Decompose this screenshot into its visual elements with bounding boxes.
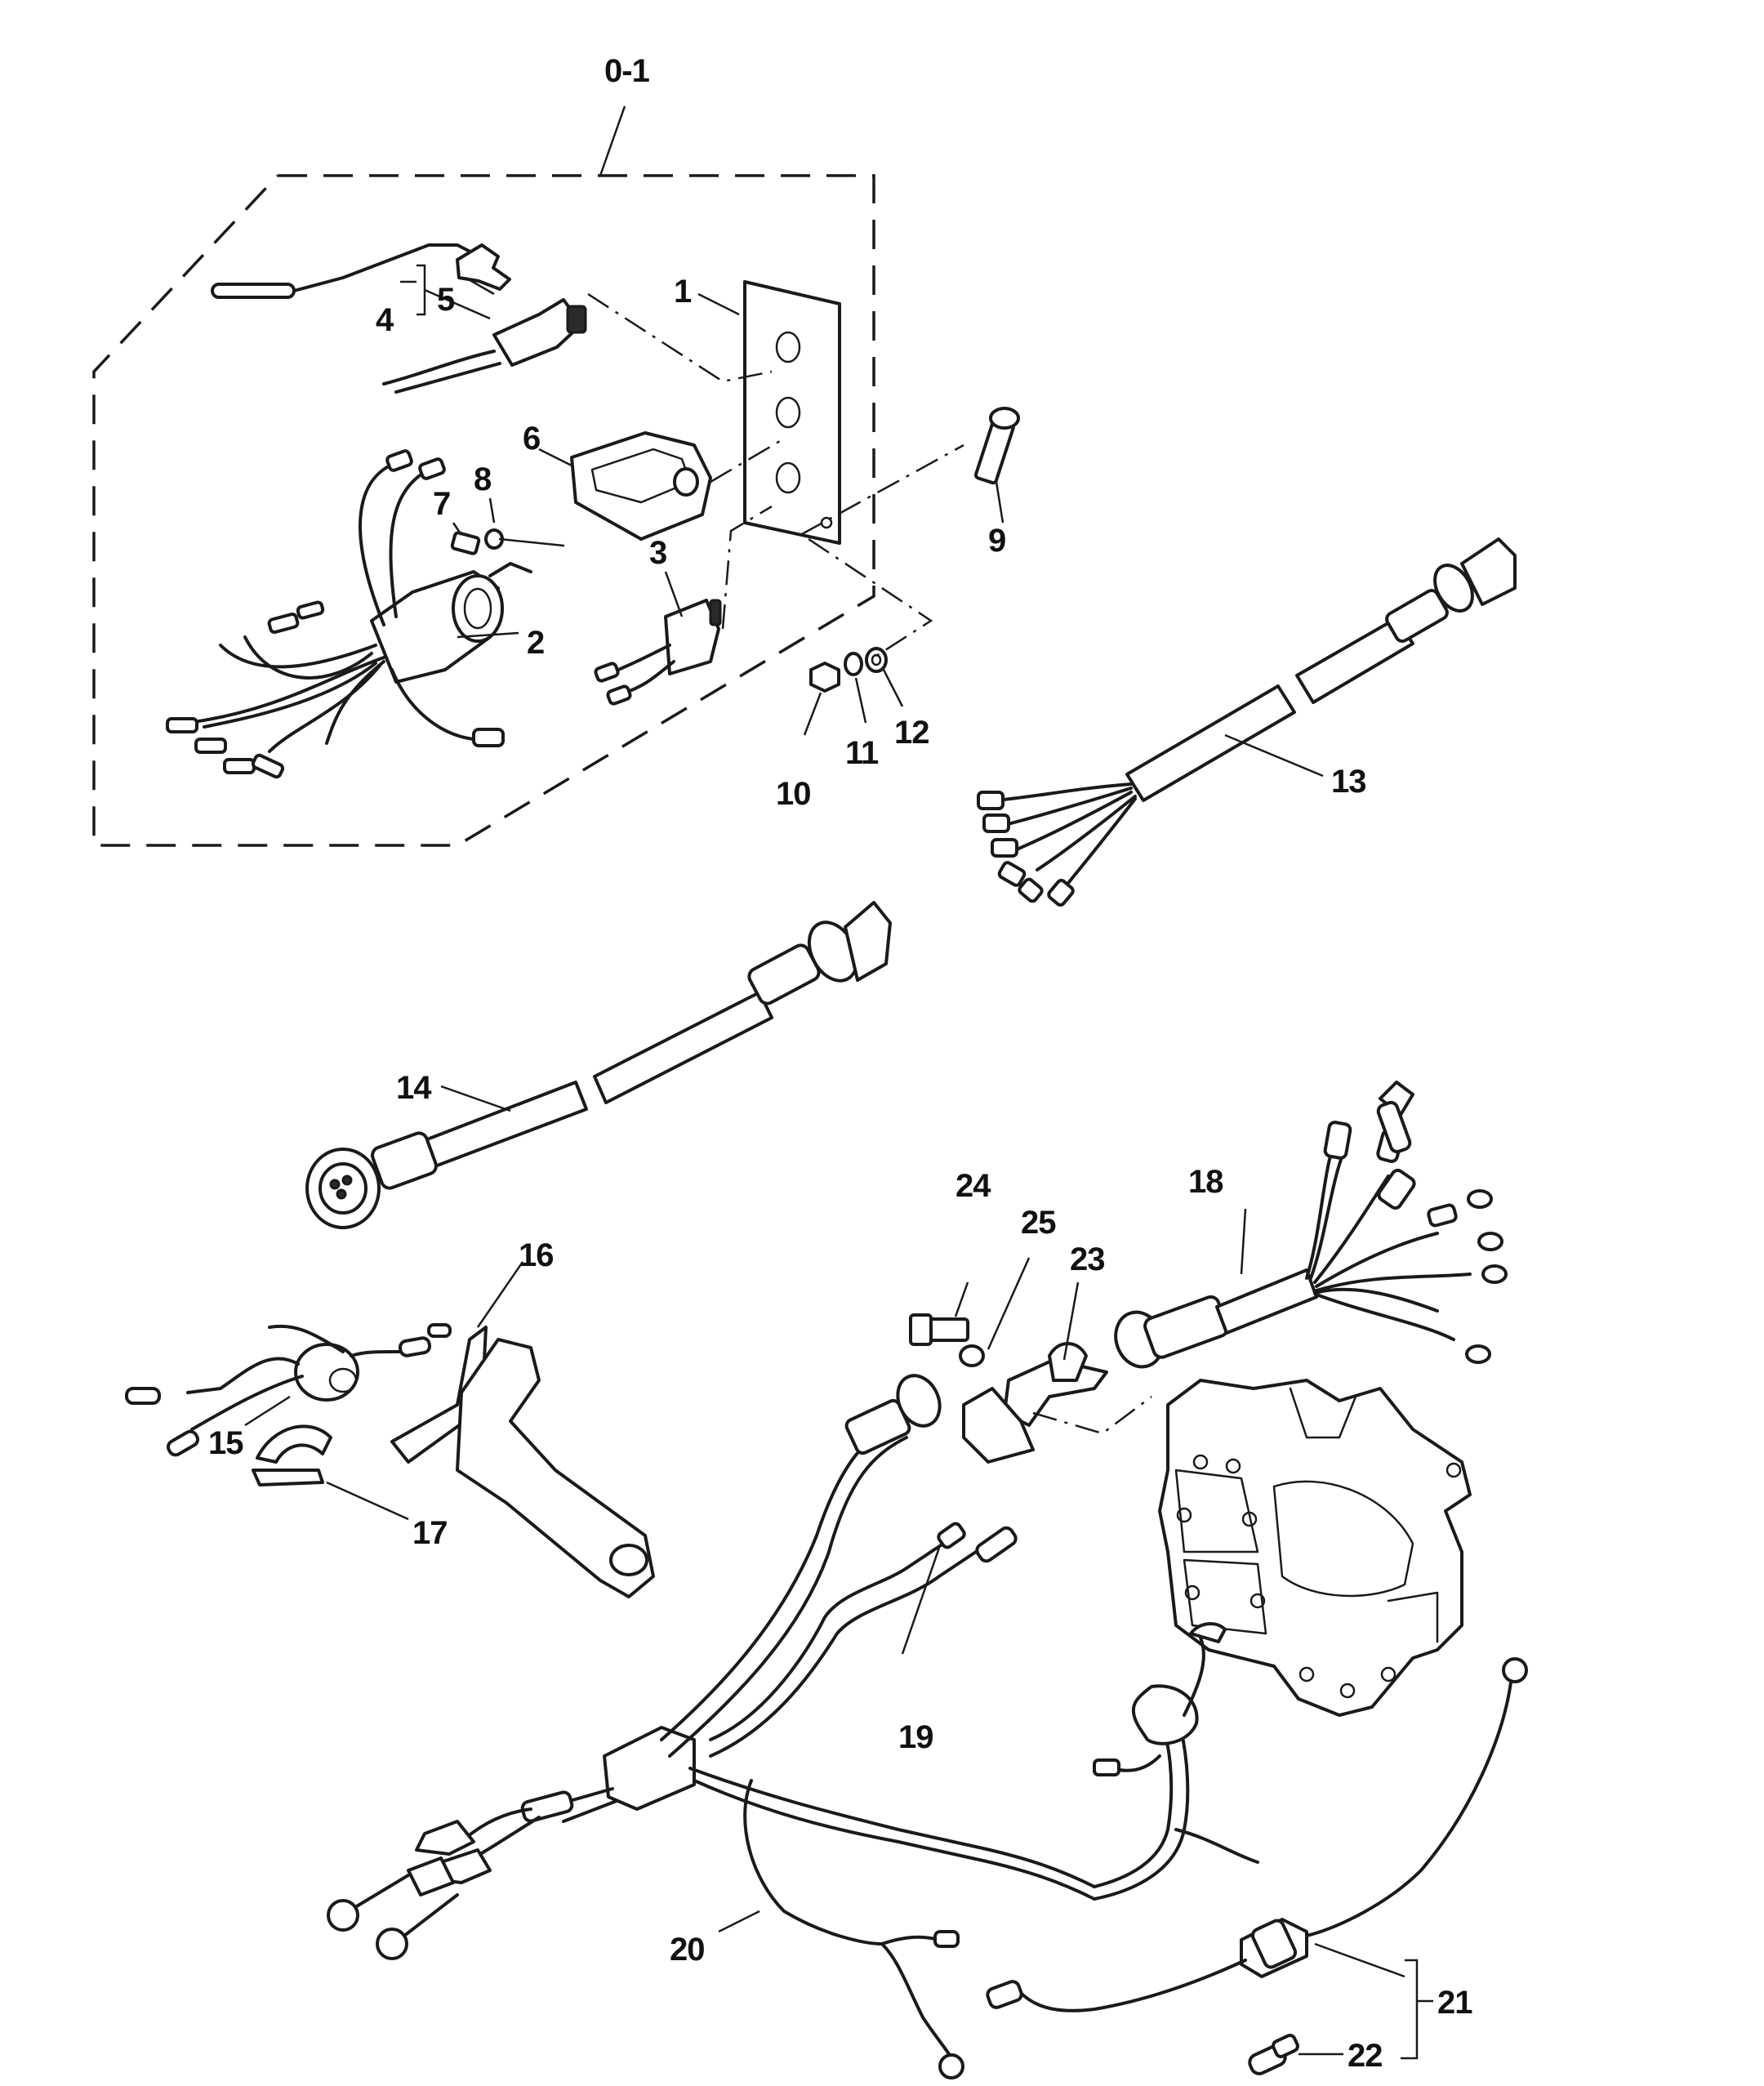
lead-wire-20	[743, 1779, 964, 2079]
fuse-22	[1248, 2033, 1299, 2075]
extension-harness-13	[977, 537, 1517, 907]
callout-18: 18	[1188, 1164, 1223, 1200]
callout-1: 1	[674, 274, 692, 310]
clamp-23	[962, 1342, 1152, 1464]
assembly-center-lines	[587, 292, 964, 659]
switch-bracket	[570, 431, 712, 541]
nut-and-washers	[809, 647, 888, 693]
toggle-switch	[594, 599, 722, 706]
callout-11: 11	[845, 735, 879, 771]
callout-25: 25	[1021, 1205, 1056, 1241]
callout-17: 17	[412, 1515, 448, 1551]
callout-14: 14	[396, 1070, 432, 1106]
bolt-24	[909, 1313, 969, 1346]
callout-15: 15	[208, 1425, 243, 1461]
washer-25	[959, 1344, 985, 1367]
callout-16: 16	[519, 1237, 554, 1273]
callout-6: 6	[523, 421, 540, 457]
callout-10: 10	[776, 776, 811, 812]
callout-9: 9	[988, 523, 1005, 559]
callout-22: 22	[1348, 2038, 1383, 2074]
screw-and-washer	[450, 528, 565, 555]
callout-20: 20	[670, 1932, 705, 1968]
leader-lines	[244, 264, 1433, 2060]
engine-block	[1158, 1379, 1472, 1717]
fuse-holder-21	[986, 1657, 1528, 2012]
callout-4: 4	[376, 302, 394, 338]
bolt-9	[973, 407, 1020, 485]
clip-17	[252, 1424, 332, 1486]
battery-cable-harness-19	[327, 1374, 1259, 1960]
assembly-0-1-boundary	[92, 105, 875, 847]
callout-0-1: 0-1	[604, 53, 650, 89]
callout-19: 19	[898, 1719, 933, 1755]
callout-7: 7	[433, 486, 450, 522]
callout-8: 8	[474, 461, 492, 497]
callout-23: 23	[1070, 1241, 1105, 1277]
callout-21: 21	[1437, 1985, 1472, 2021]
callout-5: 5	[437, 282, 455, 318]
main-key-switch-harness	[166, 449, 532, 779]
stop-switch-with-cord	[211, 243, 587, 394]
panel-plate	[743, 280, 841, 545]
callout-labels: 0-1 1 2 3 4 5 6 7 8 9 10 11 12 13 14 15 …	[208, 53, 1473, 2074]
callout-12: 12	[894, 715, 929, 751]
bracket-arm-16	[390, 1326, 655, 1598]
callout-3: 3	[649, 535, 666, 571]
callout-13: 13	[1331, 764, 1366, 800]
callout-2: 2	[527, 625, 544, 661]
engine-harness-18	[1114, 1081, 1508, 1369]
callout-24: 24	[956, 1168, 991, 1204]
main-harness-14	[305, 901, 892, 1229]
sensor-switch-15	[125, 1323, 452, 1457]
